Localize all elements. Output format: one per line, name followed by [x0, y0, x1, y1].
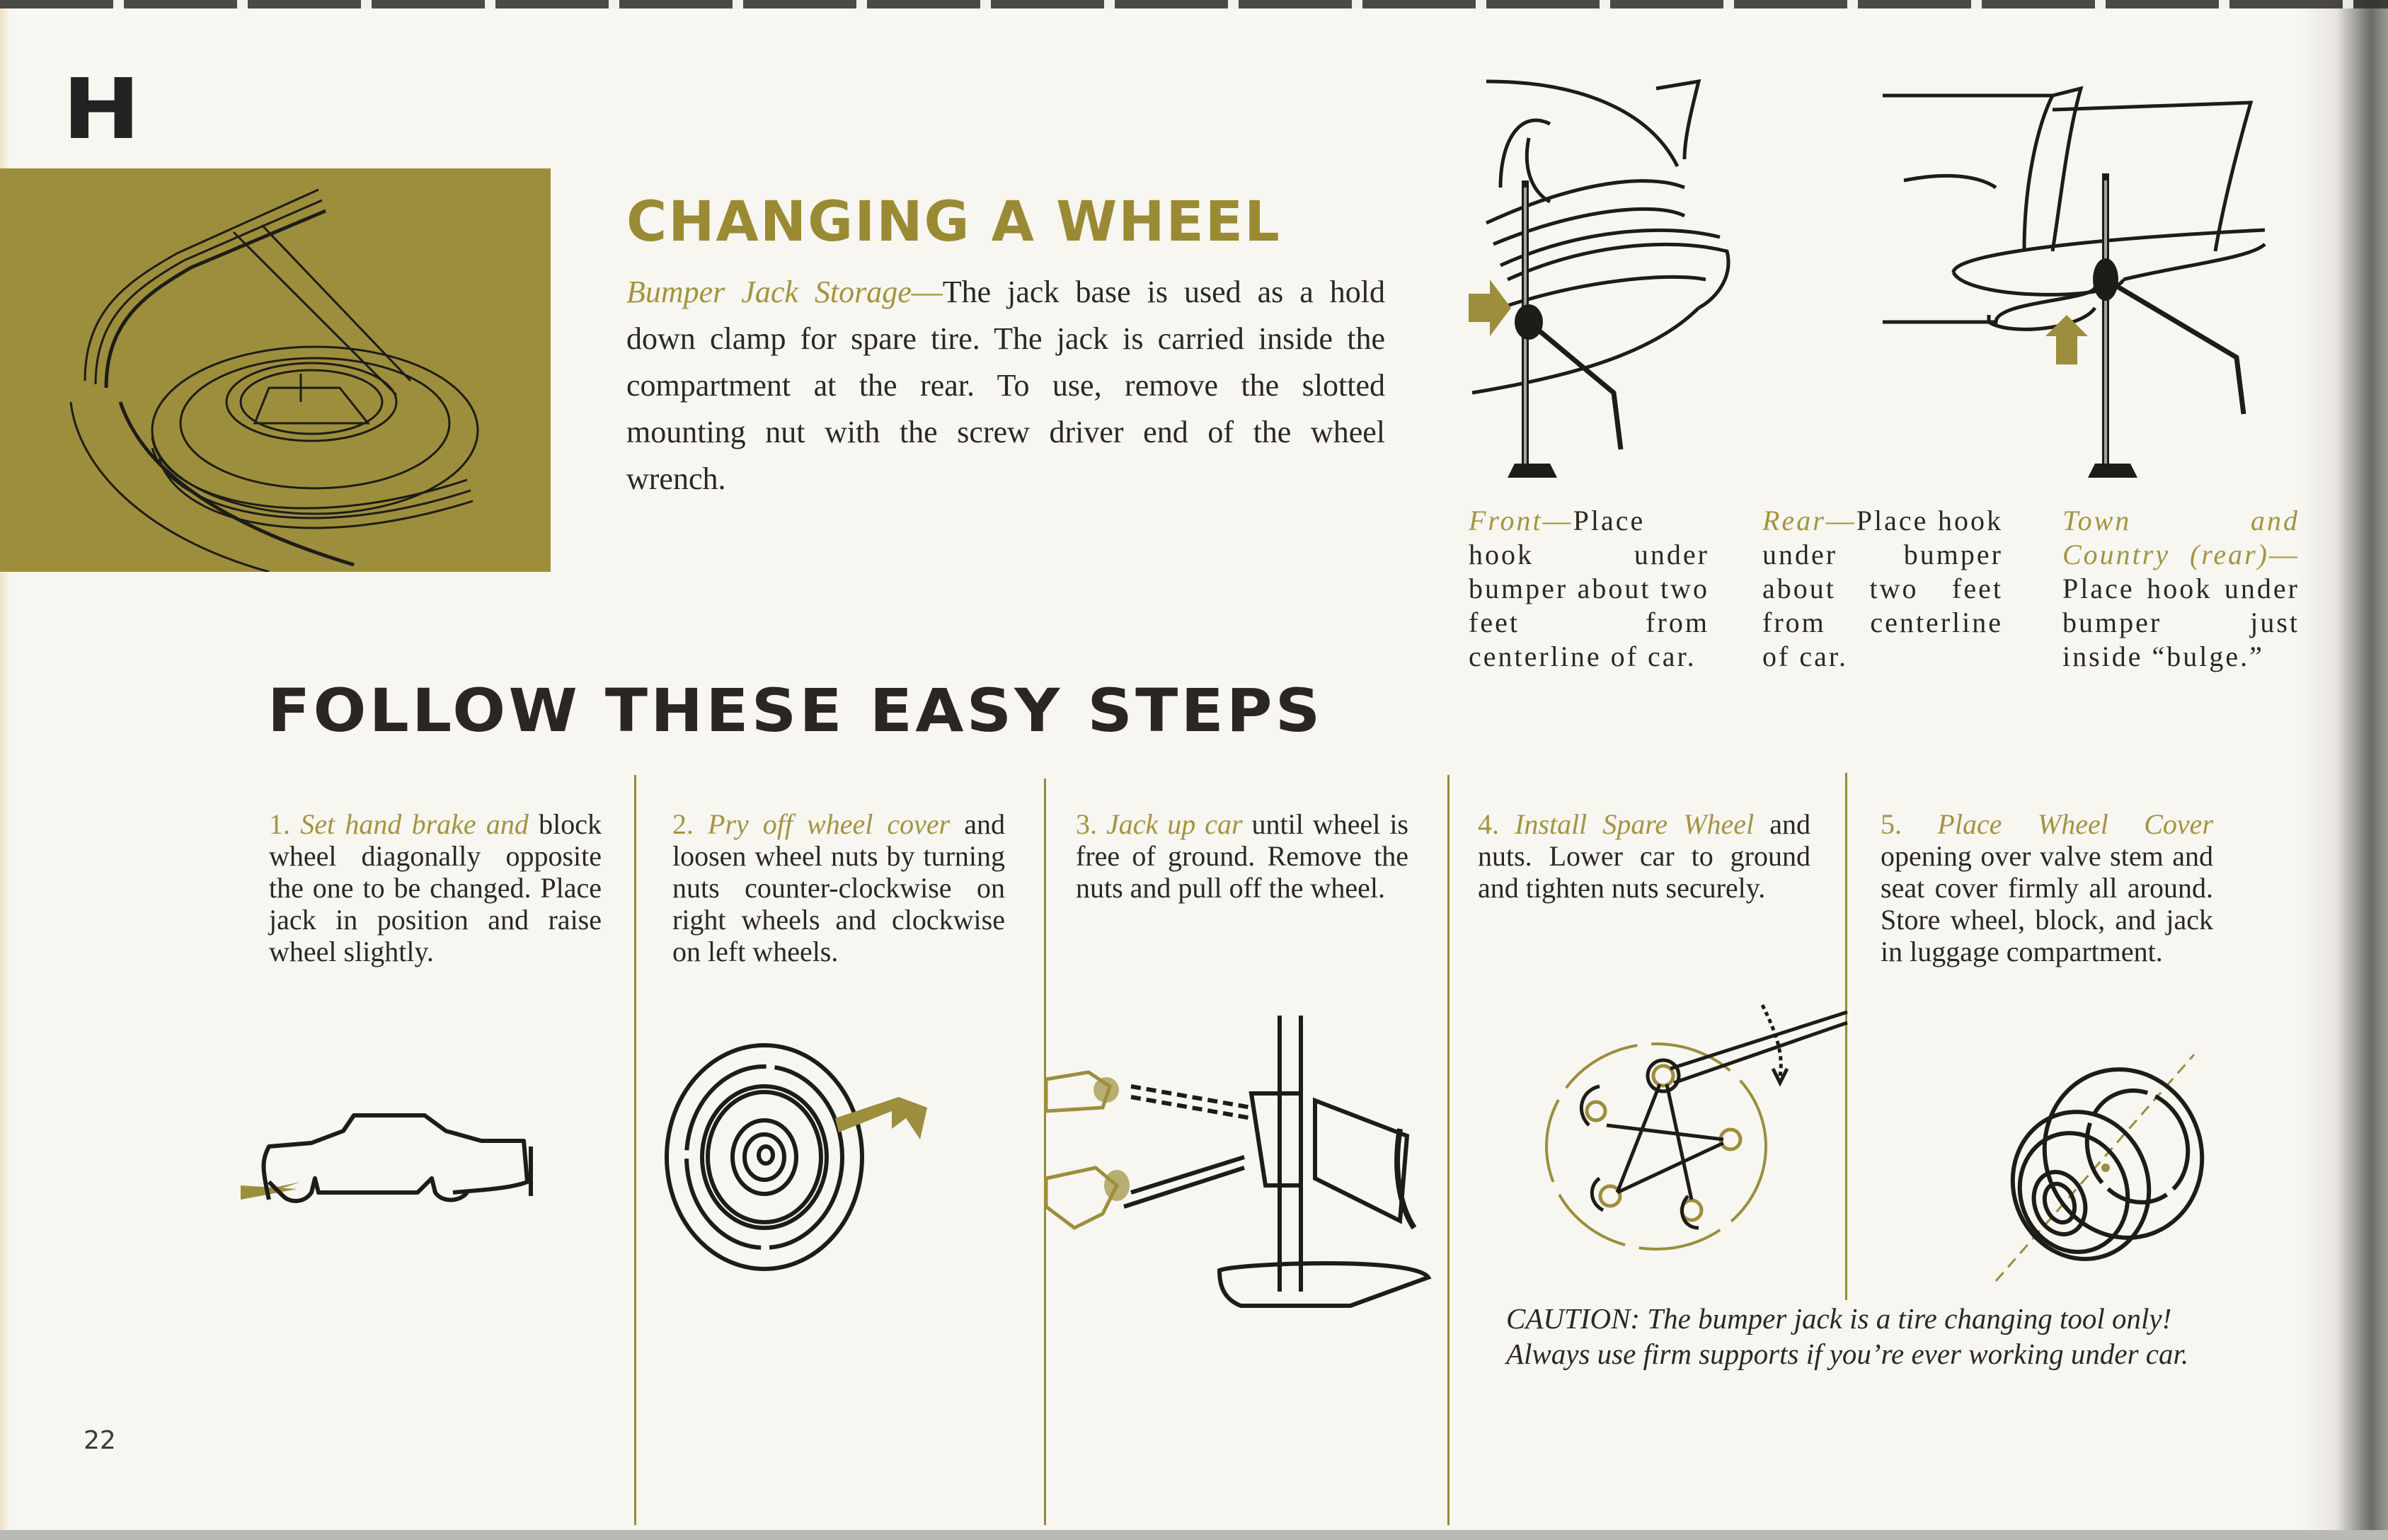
- step-lead: Set hand brake and: [300, 808, 529, 840]
- step-3: 3. Jack up car until wheel is free of gr…: [1076, 808, 1408, 904]
- caption-rear-text: Place hook under bumper about two feet f…: [1762, 505, 2003, 672]
- column-divider: [634, 775, 636, 1525]
- caption-rear: Rear—Place hook under bumper about two f…: [1762, 504, 2003, 674]
- step-lead: Place Wheel Cover: [1937, 808, 2214, 840]
- caption-rear-label: Rear: [1762, 505, 1826, 536]
- step-text: and loosen wheel nuts by turning nuts co…: [672, 808, 1006, 967]
- caption-tc-dash: —: [2269, 539, 2300, 570]
- wheel-cover-install-icon: [1994, 1054, 2205, 1282]
- caption-tc-label: Town and Country (rear): [2062, 505, 2300, 570]
- step-lead: Install Spare Wheel: [1515, 808, 1755, 840]
- step-lead: Pry off wheel cover: [708, 808, 951, 840]
- step-number: 1.: [269, 808, 290, 840]
- spare-tire-illustration-panel: [0, 168, 551, 572]
- spare-tire-icon: [69, 188, 479, 572]
- step-text: until wheel is free of ground. Remove th…: [1076, 808, 1409, 904]
- step-2: 2. Pry off wheel cover and loosen wheel …: [672, 808, 1005, 967]
- column-divider: [1845, 773, 1847, 1300]
- lug-nut-pattern-icon: [1545, 1004, 1848, 1251]
- step-number: 5.: [1881, 808, 1902, 840]
- step-4: 4. Install Spare Wheel and nuts. Lower c…: [1478, 808, 1810, 904]
- step-1: 1. Set hand brake and block wheel diagon…: [269, 808, 602, 967]
- step-text: and nuts. Lower car to ground and tighte…: [1478, 808, 1811, 904]
- caption-front-label: Front: [1469, 505, 1543, 536]
- step-5: 5. Place Wheel Cover opening over valve …: [1881, 808, 2213, 967]
- caption-town-and-country: Town and Country (rear)—Place hook under…: [2062, 504, 2300, 674]
- caption-tc-text: Place hook under bumper just inside “bul…: [2062, 573, 2300, 672]
- intro-dash: —: [911, 275, 943, 309]
- intro-paragraph: Bumper Jack Storage—The jack base is use…: [626, 269, 1385, 502]
- section-letter: H: [62, 60, 141, 158]
- step-number: 4.: [1478, 808, 1499, 840]
- car-silhouette-icon: [241, 1113, 533, 1203]
- page-title: CHANGING A WHEEL: [626, 190, 1281, 254]
- step-text: opening over valve stem and seat cover f…: [1881, 840, 2213, 967]
- jack-handle-icon: [1044, 1016, 1432, 1308]
- steps-heading: FOLLOW THESE EASY STEPS: [268, 676, 1324, 745]
- page-number: 22: [84, 1426, 116, 1455]
- step-number: 2.: [672, 808, 694, 840]
- caption-rear-dash: —: [1825, 505, 1856, 536]
- step-text: block wheel diagonally opposite the one …: [269, 808, 602, 967]
- intro-label: Bumper Jack Storage: [626, 275, 912, 309]
- caution-note: CAUTION: The bumper jack is a tire chang…: [1506, 1302, 2189, 1370]
- bottom-edge: [0, 1530, 2388, 1540]
- rear-bumper-jack-icon: [1883, 86, 2266, 478]
- column-divider: [1044, 778, 1046, 1525]
- caption-front-dash: —: [1542, 505, 1573, 536]
- front-bumper-jack-icon: [1469, 79, 1730, 478]
- step-number: 3.: [1076, 808, 1097, 840]
- step-lead: Jack up car: [1106, 808, 1243, 840]
- wheel-cover-pry-icon: [665, 1043, 927, 1271]
- caption-front-text: Place hook under bumper about two feet f…: [1469, 505, 1709, 672]
- caption-front: Front—Place hook under bumper about two …: [1469, 504, 1709, 674]
- intro-text: The jack base is used as a hold down cla…: [626, 275, 1385, 496]
- top-edge: [0, 0, 2388, 8]
- column-divider: [1447, 775, 1450, 1525]
